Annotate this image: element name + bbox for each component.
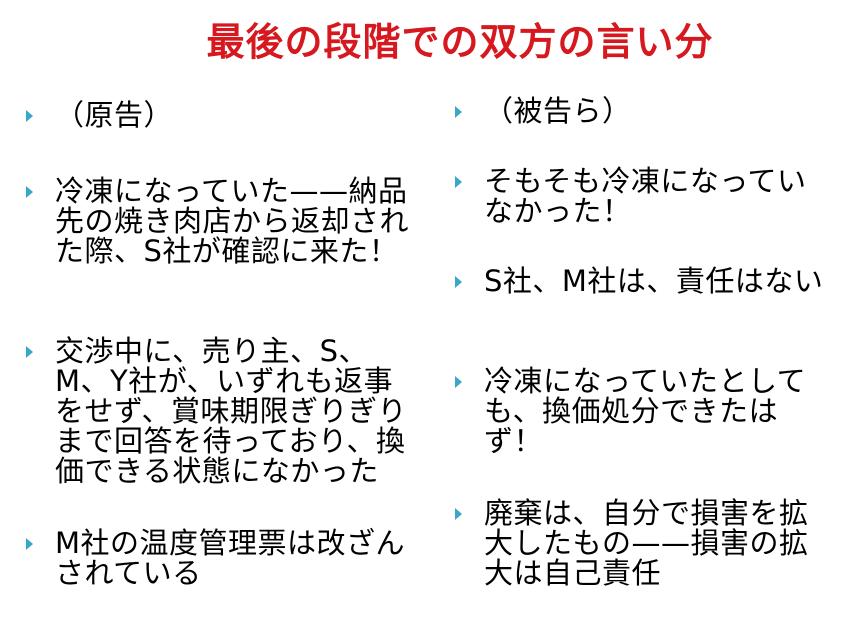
triangle-bullet-icon xyxy=(26,110,33,122)
triangle-bullet-icon xyxy=(455,376,462,388)
triangle-bullet-icon xyxy=(455,508,462,520)
item-text: （原告） xyxy=(55,98,174,132)
list-item: 冷凍になっていた——納品先の焼き肉店から返却された際、S社が確認に来た！ xyxy=(26,176,410,266)
item-text: 冷凍になっていたとしても、換価処分できたはず！ xyxy=(484,364,807,458)
slide-title: 最後の段階での双方の言い分 xyxy=(206,20,714,64)
list-item: S社、M社は、責任はない xyxy=(455,266,834,296)
item-text: S社、M社は、責任はない xyxy=(484,264,824,298)
triangle-bullet-icon xyxy=(26,346,33,358)
list-item: M社の温度管理票は改ざんされている xyxy=(26,528,410,588)
list-item: （原告） xyxy=(26,100,410,130)
item-text: 廃棄は、自分で損害を拡大したもの——損害の拡大は自己責任 xyxy=(484,496,809,590)
item-text: （被告ら） xyxy=(484,94,632,128)
list-item: そもそも冷凍になっていなかった！ xyxy=(455,166,834,226)
list-item: 冷凍になっていたとしても、換価処分できたはず！ xyxy=(455,366,834,456)
triangle-bullet-icon xyxy=(26,538,33,550)
item-text: M社の温度管理票は改ざんされている xyxy=(55,526,406,590)
item-text: 冷凍になっていた——納品先の焼き肉店から返却された際、S社が確認に来た！ xyxy=(55,174,410,268)
item-text: 交渉中に、売り主、S、M、Y社が、いずれも返事をせず、賞味期限ぎりぎりまで回答を… xyxy=(55,334,407,488)
triangle-bullet-icon xyxy=(455,176,462,188)
item-text: そもそも冷凍になっていなかった！ xyxy=(484,164,807,228)
triangle-bullet-icon xyxy=(26,186,33,198)
triangle-bullet-icon xyxy=(455,106,462,118)
list-item: 廃棄は、自分で損害を拡大したもの——損害の拡大は自己責任 xyxy=(455,498,834,588)
triangle-bullet-icon xyxy=(455,276,462,288)
list-item: （被告ら） xyxy=(455,96,834,126)
list-item: 交渉中に、売り主、S、M、Y社が、いずれも返事をせず、賞味期限ぎりぎりまで回答を… xyxy=(26,336,410,486)
